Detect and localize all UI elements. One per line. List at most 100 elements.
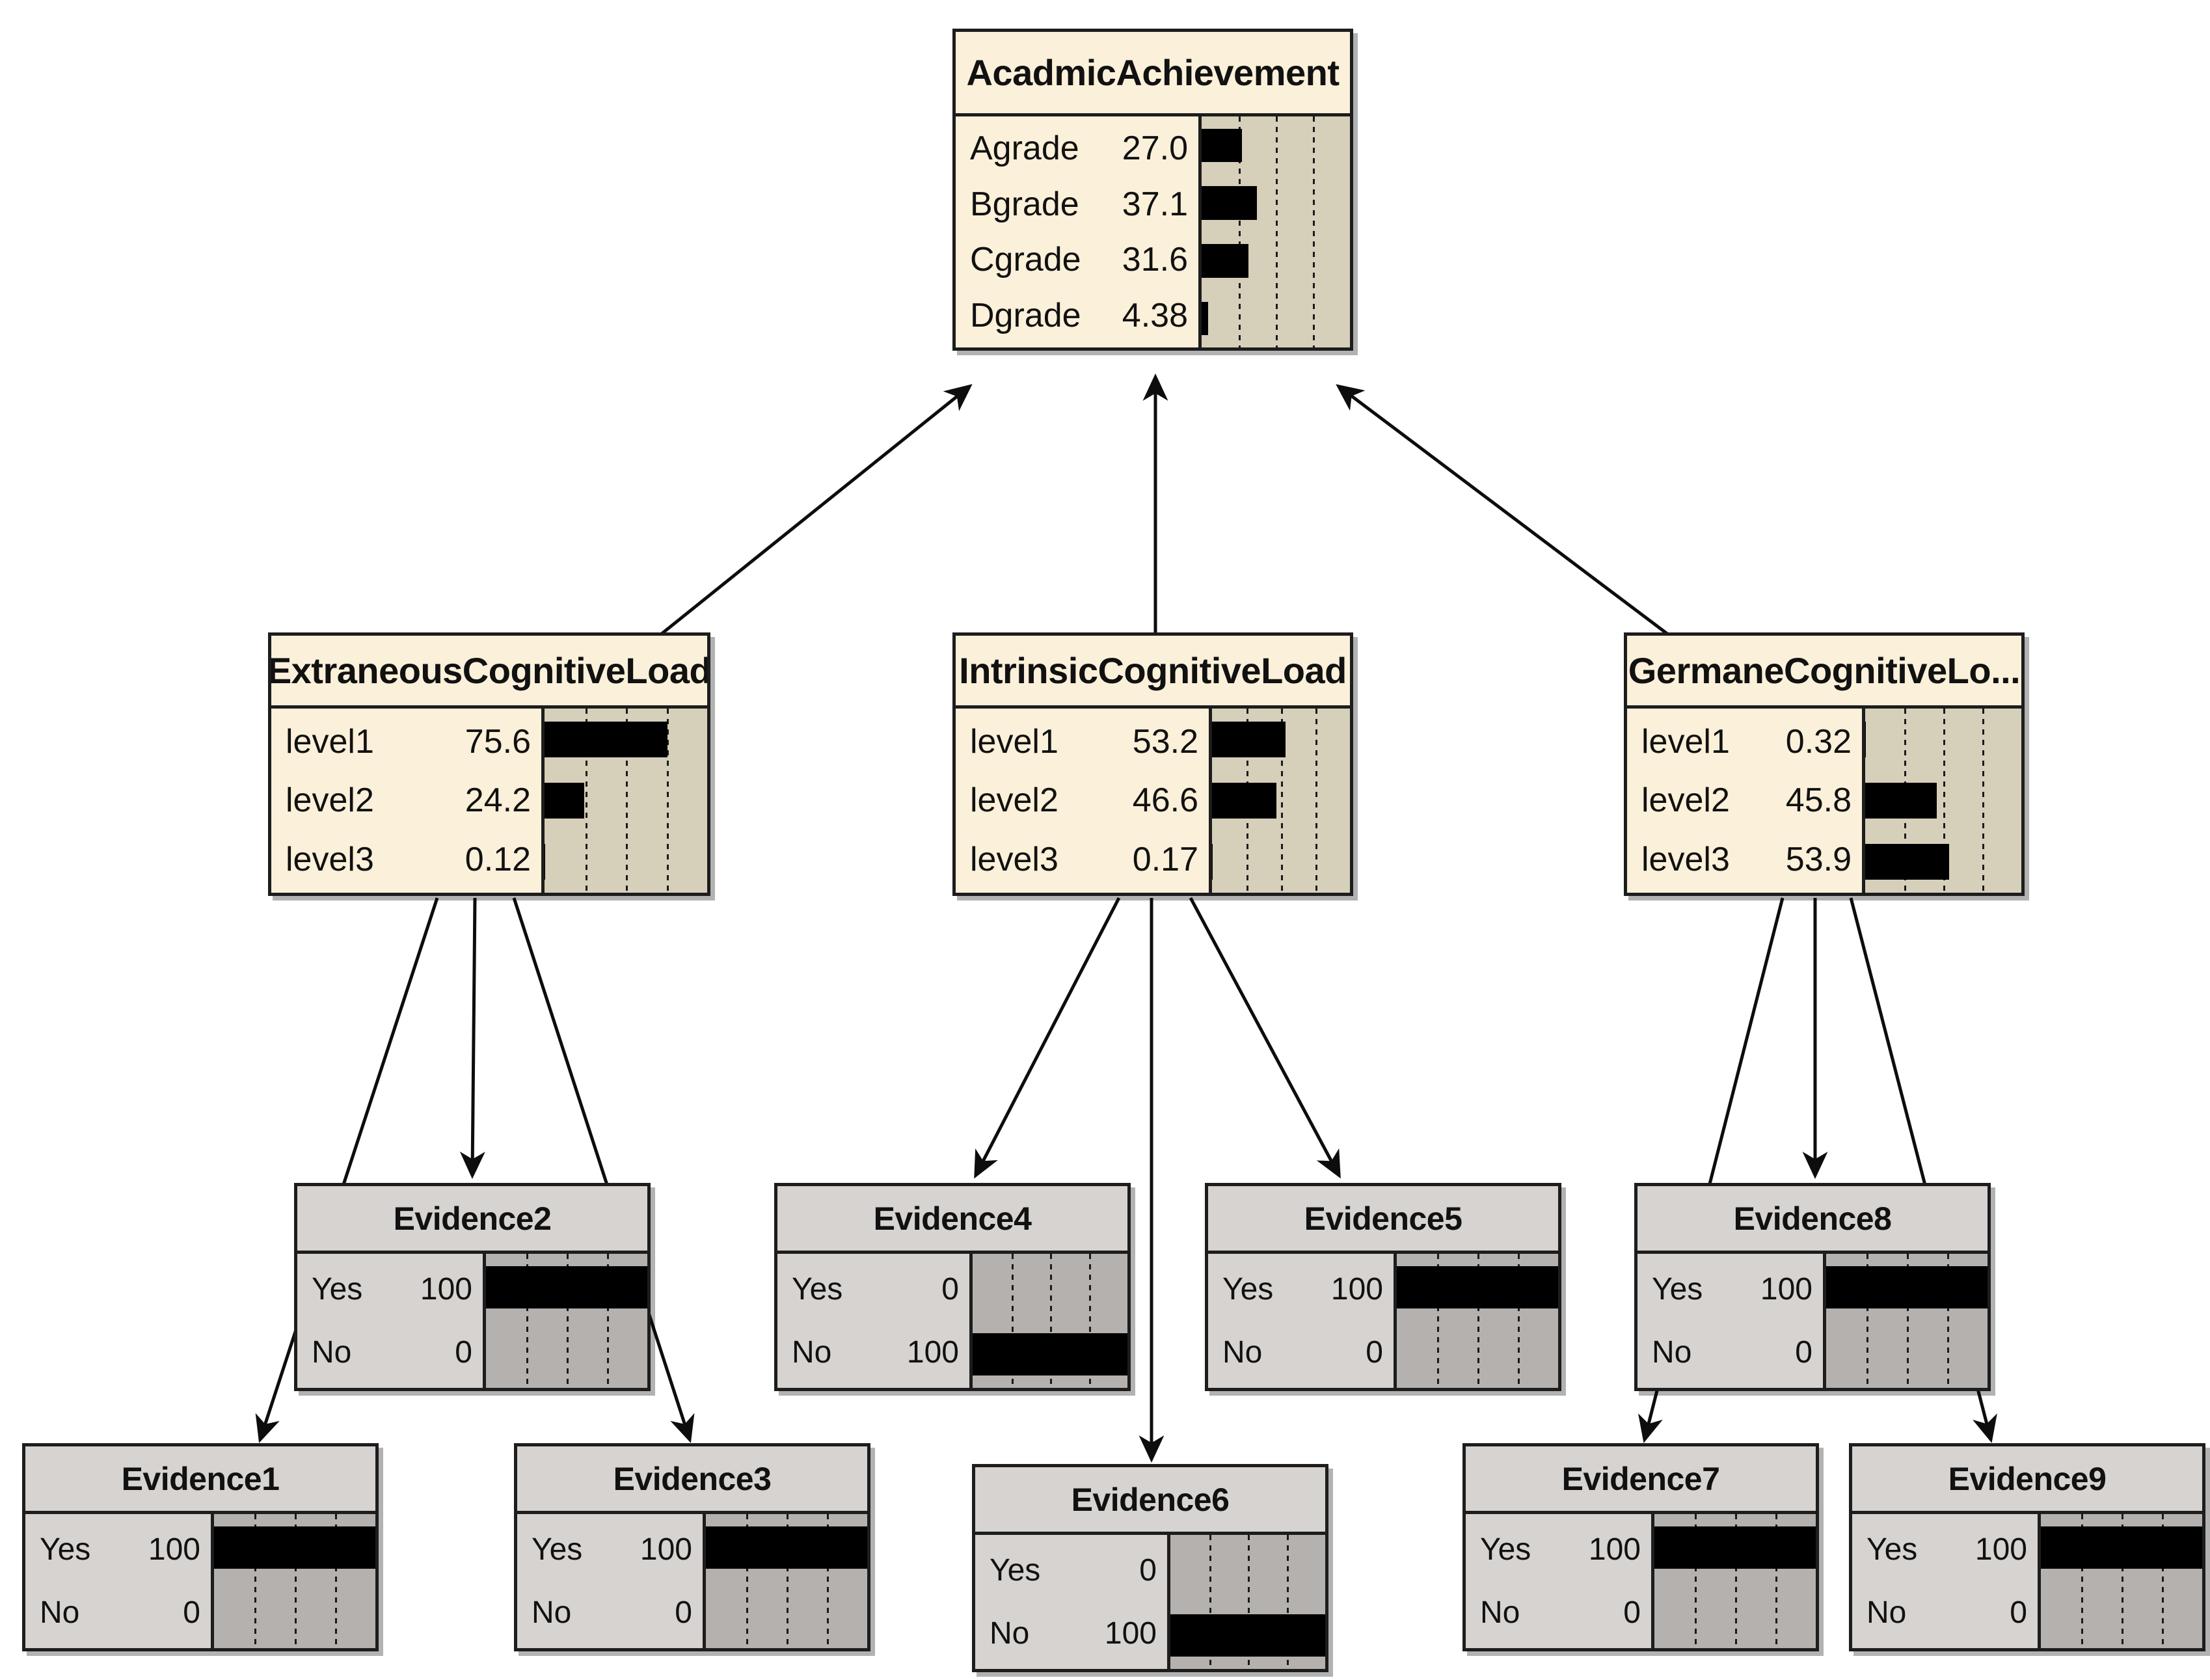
bar-gridline (1775, 1514, 1777, 1648)
state-name: Yes (1222, 1272, 1274, 1307)
edge-intrinsic-to-evidence4 (974, 897, 1121, 1179)
state-bar-row (486, 1321, 647, 1388)
state-bar-row (1170, 1602, 1325, 1669)
bar-gridline (1248, 1535, 1250, 1669)
state-name: No (40, 1595, 80, 1630)
state-bar (1212, 721, 1286, 757)
state-name: No (792, 1335, 832, 1370)
state-value: 0 (455, 1335, 472, 1370)
state-value: 0 (1139, 1553, 1157, 1588)
state-value: 27.0 (1122, 129, 1188, 167)
node-title: Evidence3 (517, 1446, 867, 1514)
bar-gridline (1982, 709, 1984, 893)
state-name: Yes (40, 1532, 91, 1567)
bar-gridline (1695, 1514, 1697, 1648)
state-name: Yes (1652, 1272, 1703, 1307)
state-value: 0 (1623, 1595, 1641, 1630)
state-bar (1865, 721, 1866, 757)
state-value: 24.2 (465, 781, 531, 820)
state-bar (486, 1266, 647, 1309)
state-value: 37.1 (1122, 185, 1188, 223)
state-name: Agrade (970, 129, 1079, 167)
bar-gridline (666, 709, 669, 893)
bar-gridline (1276, 116, 1278, 347)
state-value: 0 (941, 1272, 959, 1307)
state-value: 100 (640, 1532, 692, 1567)
probability-bar-column (486, 1254, 647, 1388)
state-bar-row (1202, 116, 1350, 174)
node-title: Evidence9 (1852, 1446, 2202, 1514)
state-value: 0.17 (1132, 840, 1198, 878)
node-title: AcadmicAchievement (956, 32, 1350, 116)
state-bar-row (545, 770, 707, 831)
bar-gridline (1088, 1254, 1091, 1388)
bar-gridline (1313, 116, 1315, 347)
state-bar (1865, 844, 1950, 880)
state-bar-row (1865, 832, 2021, 893)
state-bar (1865, 783, 1937, 819)
state-value: 53.9 (1785, 840, 1852, 878)
edge-intrinsic-to-evidence5 (1189, 897, 1341, 1179)
state-name: No (1866, 1595, 1907, 1630)
state-value: 0 (183, 1595, 200, 1630)
state-bar-row (545, 832, 707, 893)
state-name: level1 (286, 723, 374, 761)
state-bar (1654, 1526, 1816, 1569)
probability-bar-column (1826, 1254, 1988, 1388)
state-bar-row (1212, 832, 1350, 893)
bar-gridline (2081, 1514, 2083, 1648)
state-bar-row (214, 1581, 375, 1648)
state-bar-row (1397, 1321, 1558, 1388)
state-bar (1202, 186, 1257, 220)
state-value: 0 (675, 1595, 692, 1630)
state-bar (1397, 1266, 1558, 1309)
state-bar-row (214, 1514, 375, 1581)
state-value: 100 (1760, 1272, 1812, 1307)
state-bar (214, 1526, 375, 1569)
bar-gridline (787, 1514, 788, 1648)
state-value: 100 (1974, 1532, 2027, 1567)
probability-bar-column (2041, 1514, 2202, 1648)
probability-bar-column (973, 1254, 1127, 1388)
state-row: Yes 100 (1652, 1271, 1812, 1307)
probability-bar-column (1654, 1514, 1816, 1648)
node-title: Evidence5 (1208, 1186, 1558, 1254)
state-bar (1826, 1266, 1988, 1309)
node-title: Evidence2 (297, 1186, 647, 1254)
state-name: Yes (1480, 1532, 1531, 1567)
state-value: 100 (148, 1532, 200, 1567)
